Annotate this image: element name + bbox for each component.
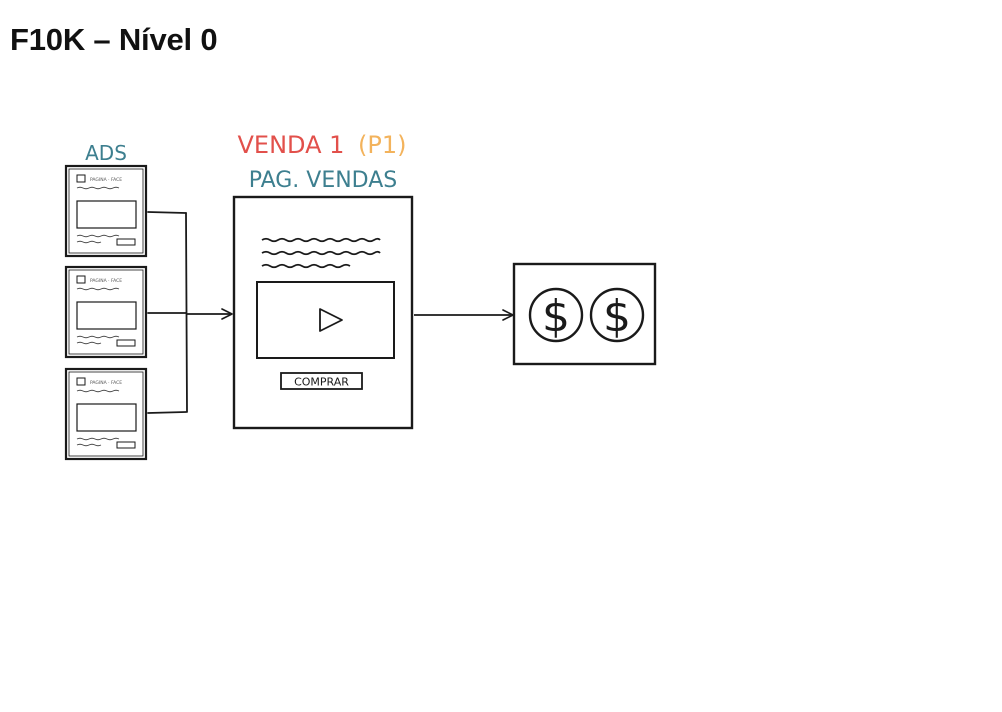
ad-image-placeholder [76,200,137,229]
sales-copy-line [261,250,381,256]
sales-copy-line [261,237,381,243]
ad-cta-button [116,238,136,246]
dollar-symbol: $ [603,291,631,342]
dollar-symbol: $ [542,291,570,342]
buy-button [280,372,363,390]
ad-image-placeholder [76,403,137,432]
video-player [256,281,395,359]
ad-card-header: PAGINA · FACE [90,278,122,284]
sale-product-label: (P1) [358,131,406,159]
ad-avatar-icon [76,377,86,386]
sale-label-line: VENDA 1 (P1) [237,131,406,159]
sales-copy-line [261,263,351,269]
ad-card: PAGINA · FACE [64,367,148,461]
ads-label: ADS [85,141,127,165]
dollar-coin-icon: $ [528,287,584,343]
dollar-coin-icon: $ [589,287,645,343]
money-box: $ $ [512,262,657,366]
play-icon [319,308,343,332]
ad-card-header: PAGINA · FACE [90,380,122,386]
sale-label: VENDA 1 [237,131,344,159]
ad-cta-button [116,441,136,449]
ad-cta-button [116,339,136,347]
ad-avatar-icon [76,174,86,183]
ad-image-placeholder [76,301,137,330]
ad-avatar-icon [76,275,86,284]
ad-card: PAGINA · FACE [64,265,148,359]
page-title: F10K – Nível 0 [10,22,218,57]
ads-connector [147,211,188,414]
sales-page-label: PAG. VENDAS [249,168,398,193]
buy-button-label: COMPRAR [294,376,349,389]
sales-page-box: COMPRAR [232,195,414,430]
ad-card: PAGINA · FACE [64,164,148,258]
ad-card-header: PAGINA · FACE [90,177,122,183]
